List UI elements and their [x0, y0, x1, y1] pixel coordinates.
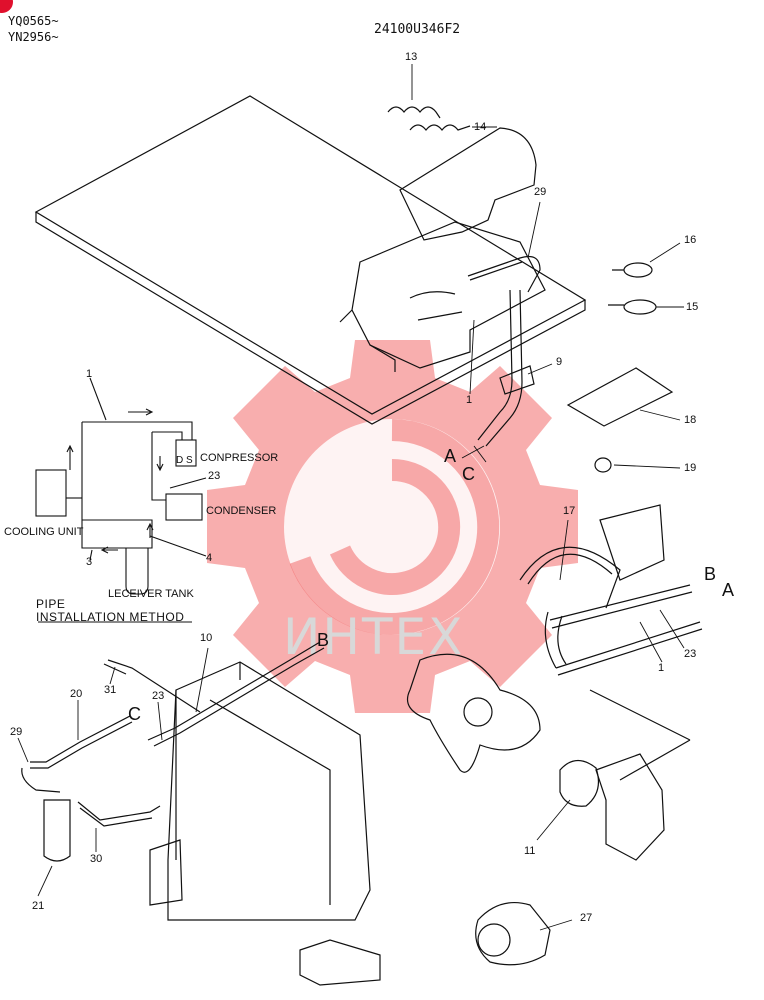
part-callout-11: 11 — [524, 845, 536, 857]
part-callout-20: 20 — [70, 688, 83, 700]
schematic-callout-1: 1 — [86, 368, 93, 380]
part-callout-1-top: 1 — [466, 394, 473, 406]
part-callout-16: 16 — [684, 234, 697, 246]
part-callout-21: 21 — [32, 900, 45, 912]
part-callout-17: 17 — [563, 505, 576, 517]
part-callout-29-lower: 29 — [10, 726, 23, 738]
part-callout-23-right: 23 — [684, 648, 697, 660]
corner-badge-icon — [0, 0, 13, 13]
part-callout-23-lower: 23 — [152, 690, 165, 702]
connector-c-lower: C — [128, 704, 141, 724]
connector-b-lower: B — [317, 630, 330, 650]
method-title-line2: INSTALLATION METHOD — [36, 610, 185, 624]
part-callout-13: 13 — [405, 51, 418, 63]
serial-range-top: YQ0565~ — [8, 14, 59, 28]
part-callout-18: 18 — [684, 414, 697, 426]
cooling-unit-label: COOLING UNIT — [4, 526, 84, 538]
part-callout-1-right: 1 — [658, 662, 665, 674]
condenser-label: CONDENSER — [206, 505, 277, 517]
compressor-ports-label: D S — [176, 455, 193, 466]
method-title-line1: PIPE — [36, 597, 66, 611]
connector-b-right: B — [704, 564, 717, 584]
drawing-number: 24100U346F2 — [374, 22, 461, 37]
part-callout-19: 19 — [684, 462, 697, 474]
part-callout-27: 27 — [580, 912, 593, 924]
serial-range-bottom: YN2956~ — [8, 30, 59, 44]
part-callout-30: 30 — [90, 853, 103, 865]
schematic-callout-4: 4 — [206, 552, 213, 564]
schematic-callout-3: 3 — [86, 556, 93, 568]
part-callout-15: 15 — [686, 301, 699, 313]
part-callout-14: 14 — [474, 121, 487, 133]
connector-c-top: C — [462, 464, 475, 484]
connector-a-top: A — [444, 446, 457, 466]
part-callout-31: 31 — [104, 684, 117, 696]
part-callout-9: 9 — [556, 356, 563, 368]
part-callout-10: 10 — [200, 632, 213, 644]
schematic-callout-23: 23 — [208, 470, 221, 482]
receiver-tank-label: LECEIVER TANK — [108, 588, 194, 600]
part-callout-29: 29 — [534, 186, 547, 198]
compressor-label: CONPRESSOR — [200, 452, 279, 464]
connector-a-right: A — [722, 580, 735, 600]
